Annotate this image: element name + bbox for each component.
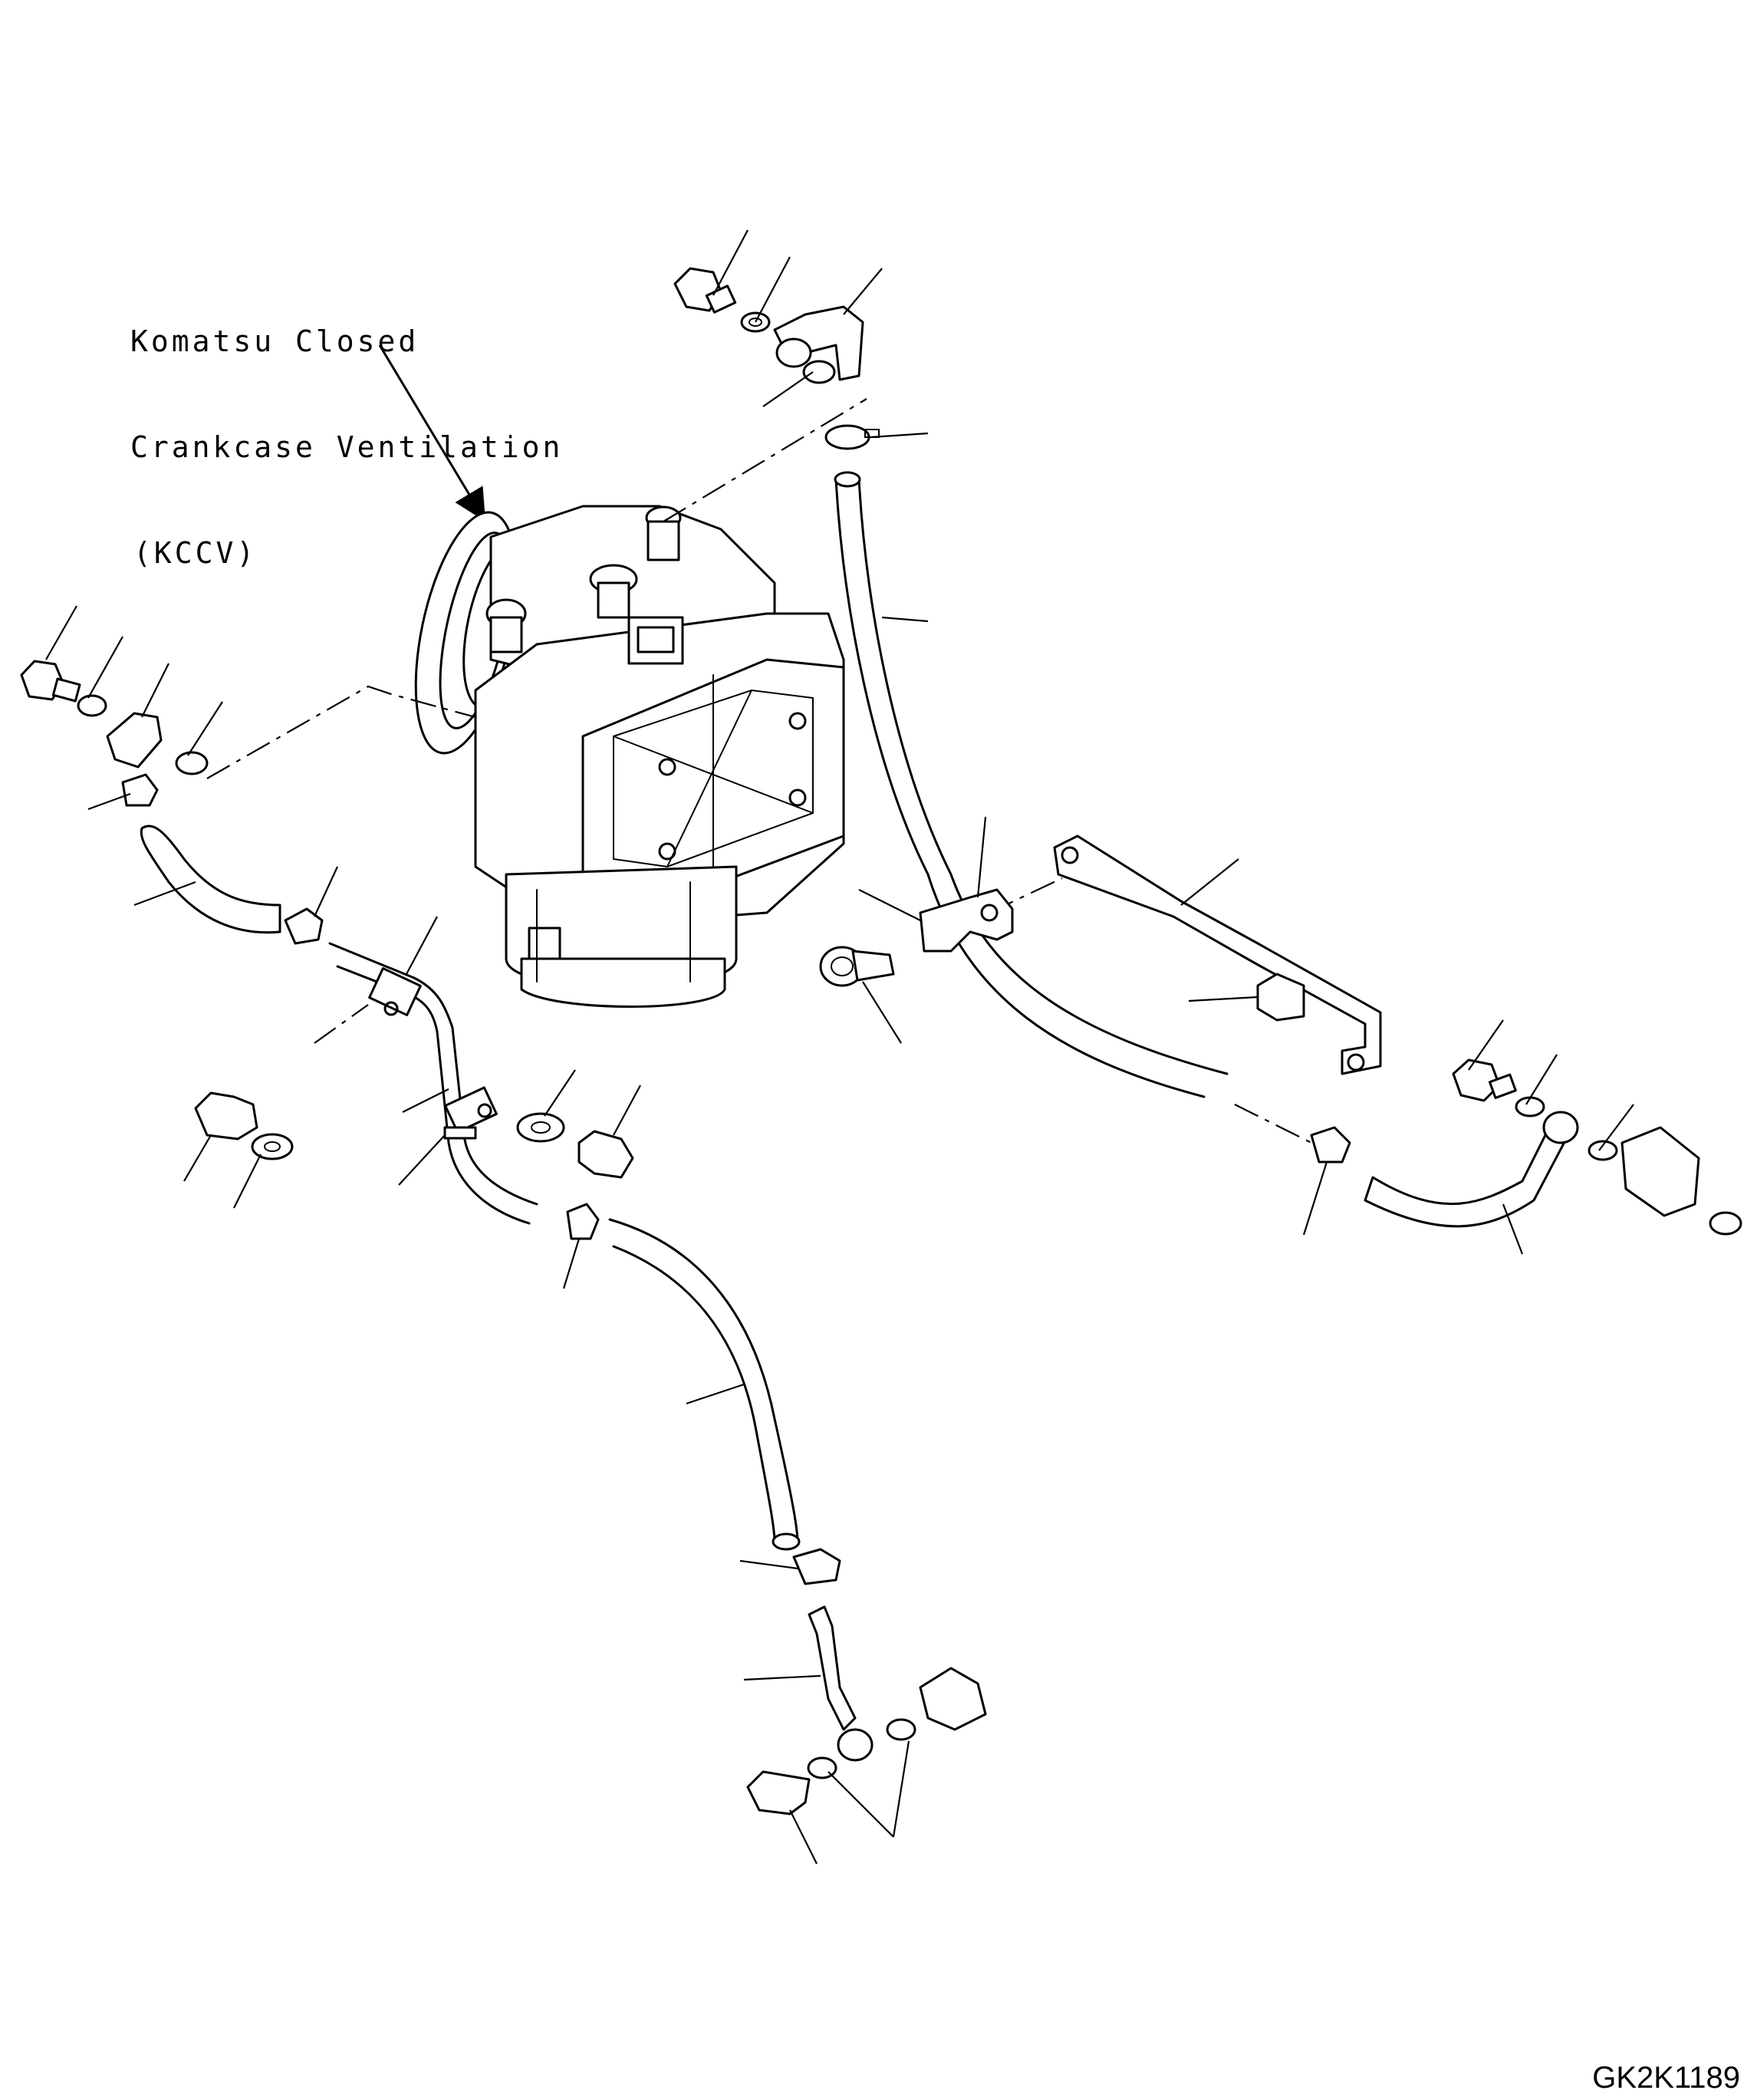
center-bolt — [577, 1130, 634, 1179]
kccv-unit — [414, 505, 845, 1008]
callout-line-2: Crankcase Ventilation — [130, 430, 564, 464]
bottom-fitting-group — [746, 1605, 987, 1815]
lower-hose-clamp — [566, 1203, 600, 1240]
left-fitting-group — [20, 660, 324, 945]
lower-hose — [608, 1218, 799, 1543]
callout-line-3: (KCCV) — [133, 536, 258, 570]
kccv-callout: Komatsu Closed Crankcase Ventilation (KC… — [130, 253, 563, 606]
right-fitting-group — [1310, 1058, 1742, 1236]
left-tube — [328, 942, 538, 1225]
left-bolt — [194, 1091, 258, 1141]
alignment-line-right — [1234, 1104, 1328, 1151]
top-fitting-group — [673, 267, 880, 450]
hose-clamp-bracket — [919, 888, 1014, 953]
alignment-line-clamp — [314, 1004, 369, 1044]
bottom-clamp — [792, 1548, 841, 1585]
callout-arrow — [378, 344, 486, 522]
alignment-line-left — [206, 685, 476, 779]
alignment-line-top — [663, 398, 867, 522]
drawing-code: GK2K1189 — [1592, 2061, 1740, 2095]
support-bracket — [1053, 834, 1382, 1075]
clamp-bolt — [819, 946, 895, 987]
callout-line-1: Komatsu Closed — [130, 324, 420, 358]
upper-hose — [834, 478, 1206, 1098]
